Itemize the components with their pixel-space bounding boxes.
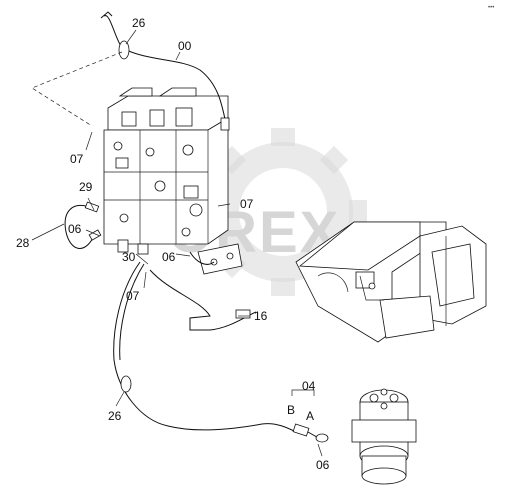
callout-06-mid: 06	[162, 250, 176, 264]
callout-30: 30	[122, 250, 136, 264]
control-valve-block	[103, 87, 243, 275]
callout-28: 28	[16, 236, 30, 250]
callout-04: 04	[302, 379, 316, 393]
callout-29: 29	[79, 180, 93, 194]
callout-06-left: 06	[68, 222, 82, 236]
callout-07-left: 07	[70, 152, 84, 166]
callout-00: 00	[178, 39, 192, 53]
callout-06-bottom: 06	[316, 458, 330, 472]
center-swivel-joint	[351, 388, 417, 485]
callout-16: 16	[254, 309, 268, 323]
callouts: 26 00 07 29 07 28 06 30 06 07 16 04 B A …	[16, 16, 330, 472]
port-label-a: A	[306, 409, 314, 423]
leader-lines	[31, 29, 323, 457]
callout-26-bottom: 26	[108, 409, 122, 423]
bracket-04	[291, 389, 315, 396]
callout-07-right: 07	[240, 197, 254, 211]
port-label-b: B	[287, 403, 295, 417]
callout-07-bottom: 07	[126, 289, 140, 303]
callout-26-top: 26	[132, 16, 146, 30]
excavator-upper-structure	[295, 221, 487, 343]
corner-mark: •••	[488, 5, 494, 11]
hose-lines	[31, 11, 329, 443]
